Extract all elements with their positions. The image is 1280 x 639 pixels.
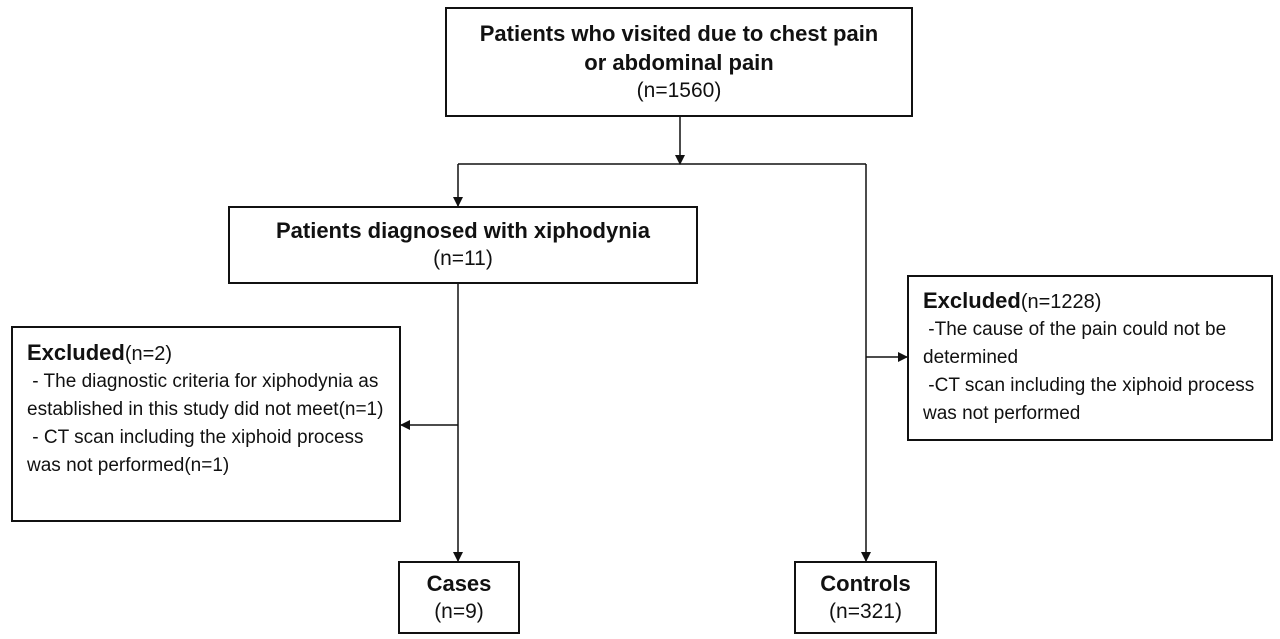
excluded-left-item-1: - The diagnostic criteria for xiphodynia… xyxy=(27,371,384,420)
cases-box: Cases (n=9) xyxy=(398,561,520,634)
total-patients-box: Patients who visited due to chest pain o… xyxy=(445,7,913,117)
cases-count: (n=9) xyxy=(434,600,484,623)
excluded-right-box: Excluded(n=1228) -The cause of the pain … xyxy=(907,275,1273,441)
diagnosed-title: Patients diagnosed with xiphodynia xyxy=(275,218,651,243)
excluded-left-title: Excluded xyxy=(27,340,125,365)
excluded-left-count: (n=2) xyxy=(124,343,173,365)
controls-count: (n=321) xyxy=(829,600,902,623)
excluded-right-heading: Excluded(n=1228) xyxy=(923,287,1261,316)
diagnosed-box: Patients diagnosed with xiphodynia (n=11… xyxy=(228,206,698,284)
total-patients-count: (n=1560) xyxy=(636,79,722,102)
excluded-left-item-2: - CT scan including the xiphoid process … xyxy=(27,427,369,476)
excluded-right-item-2: -CT scan including the xiphoid process w… xyxy=(923,375,1260,424)
excluded-right-title: Excluded xyxy=(923,288,1021,313)
excluded-right-count: (n=1228) xyxy=(1020,291,1102,313)
cases-title: Cases xyxy=(426,571,492,596)
controls-box: Controls (n=321) xyxy=(794,561,937,634)
diagnosed-count: (n=11) xyxy=(433,247,493,270)
excluded-left-box: Excluded(n=2) - The diagnostic criteria … xyxy=(11,326,401,522)
excluded-right-item-1: -The cause of the pain could not be dete… xyxy=(923,319,1232,368)
excluded-left-heading: Excluded(n=2) xyxy=(27,339,389,368)
total-patients-title: Patients who visited due to chest pain o… xyxy=(479,21,879,75)
controls-title: Controls xyxy=(820,571,911,596)
